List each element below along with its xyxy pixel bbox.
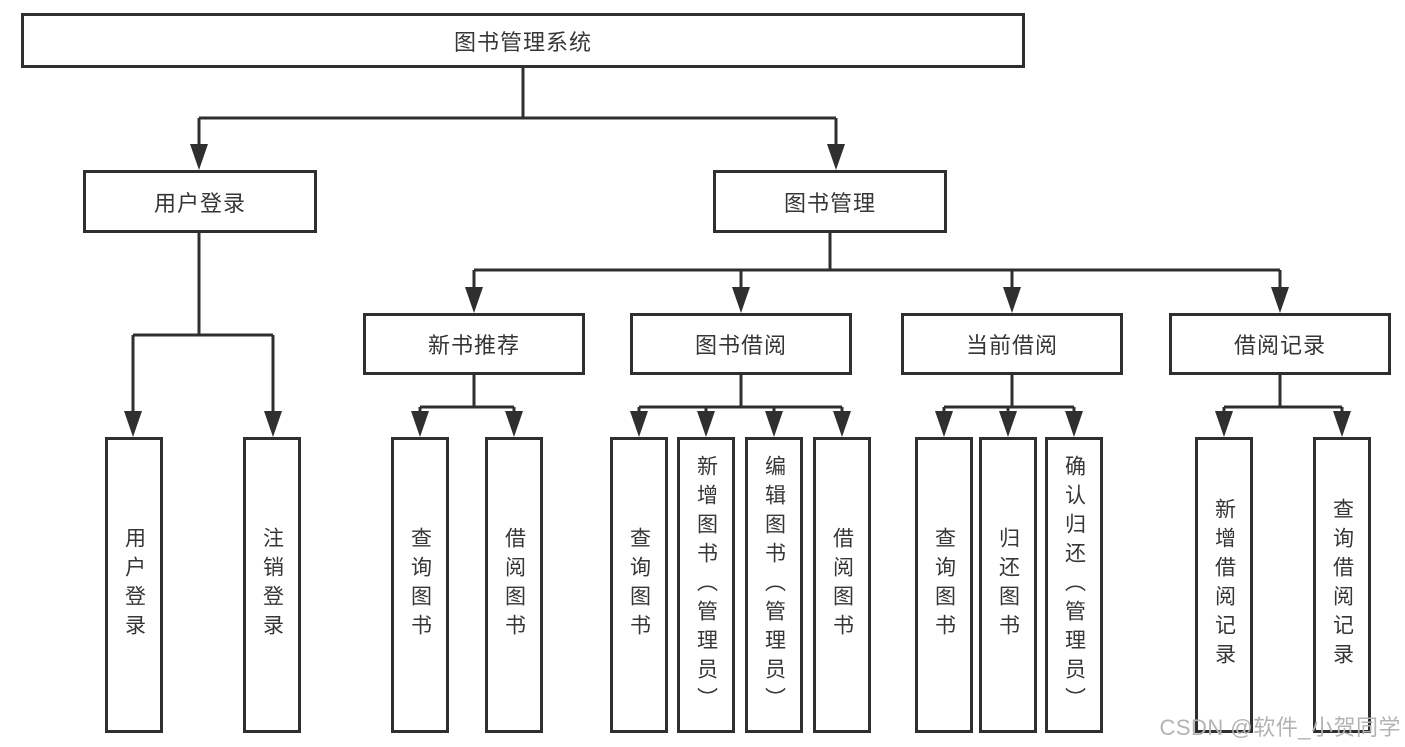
leaf-user-login: 用户登录 [105, 437, 163, 733]
leaf-query-books-3: 查询图书 [915, 437, 973, 733]
leaf-borrow-books-1-label: 借阅图书 [502, 527, 526, 643]
leaf-add-book-admin-label: 新增图书（管理员） [694, 454, 718, 716]
leaf-query-books-1-label: 查询图书 [408, 527, 432, 643]
leaf-borrow-books-1: 借阅图书 [485, 437, 543, 733]
node-book-mgmt-label: 图书管理 [783, 190, 876, 216]
leaf-query-books-3-label: 查询图书 [932, 527, 956, 643]
leaf-borrow-books-2-label: 借阅图书 [830, 527, 854, 643]
leaf-query-borrow-record: 查询借阅记录 [1313, 437, 1371, 733]
leaf-query-books-2-label: 查询图书 [627, 527, 651, 643]
node-root-label: 图书管理系统 [453, 29, 592, 55]
leaf-query-books-1: 查询图书 [391, 437, 449, 733]
leaf-query-borrow-record-label: 查询借阅记录 [1330, 498, 1354, 672]
leaf-query-books-2: 查询图书 [610, 437, 668, 733]
leaf-return-book-label: 归还图书 [996, 527, 1020, 643]
node-current-borrow-label: 当前借阅 [965, 333, 1058, 358]
node-new-books-label: 新书推荐 [427, 333, 520, 358]
csdn-watermark: CSDN @软件_小贺同学 [1159, 715, 1401, 740]
leaf-add-borrow-record-label: 新增借阅记录 [1212, 498, 1236, 672]
node-new-books: 新书推荐 [363, 313, 585, 375]
leaf-add-book-admin: 新增图书（管理员） [677, 437, 735, 733]
node-current-borrow: 当前借阅 [901, 313, 1123, 375]
node-user-login-label: 用户登录 [153, 190, 246, 216]
leaf-logout: 注销登录 [243, 437, 301, 733]
leaf-edit-book-admin: 编辑图书（管理员） [745, 437, 803, 733]
leaf-logout-label: 注销登录 [260, 527, 284, 643]
node-borrow-records: 借阅记录 [1169, 313, 1391, 375]
leaf-edit-book-admin-label: 编辑图书（管理员） [762, 454, 786, 716]
node-borrow-records-label: 借阅记录 [1233, 333, 1326, 358]
leaf-return-book: 归还图书 [979, 437, 1037, 733]
node-book-borrow: 图书借阅 [630, 313, 852, 375]
leaf-confirm-return-admin: 确认归还（管理员） [1045, 437, 1103, 733]
node-book-mgmt: 图书管理 [713, 170, 947, 233]
leaf-borrow-books-2: 借阅图书 [813, 437, 871, 733]
leaf-add-borrow-record: 新增借阅记录 [1195, 437, 1253, 733]
arrowhead-icons [124, 144, 1351, 437]
node-user-login: 用户登录 [83, 170, 317, 233]
node-root: 图书管理系统 [21, 13, 1025, 68]
leaf-user-login-label: 用户登录 [122, 527, 146, 643]
node-book-borrow-label: 图书借阅 [694, 333, 787, 358]
leaf-confirm-return-admin-label: 确认归还（管理员） [1062, 454, 1086, 716]
